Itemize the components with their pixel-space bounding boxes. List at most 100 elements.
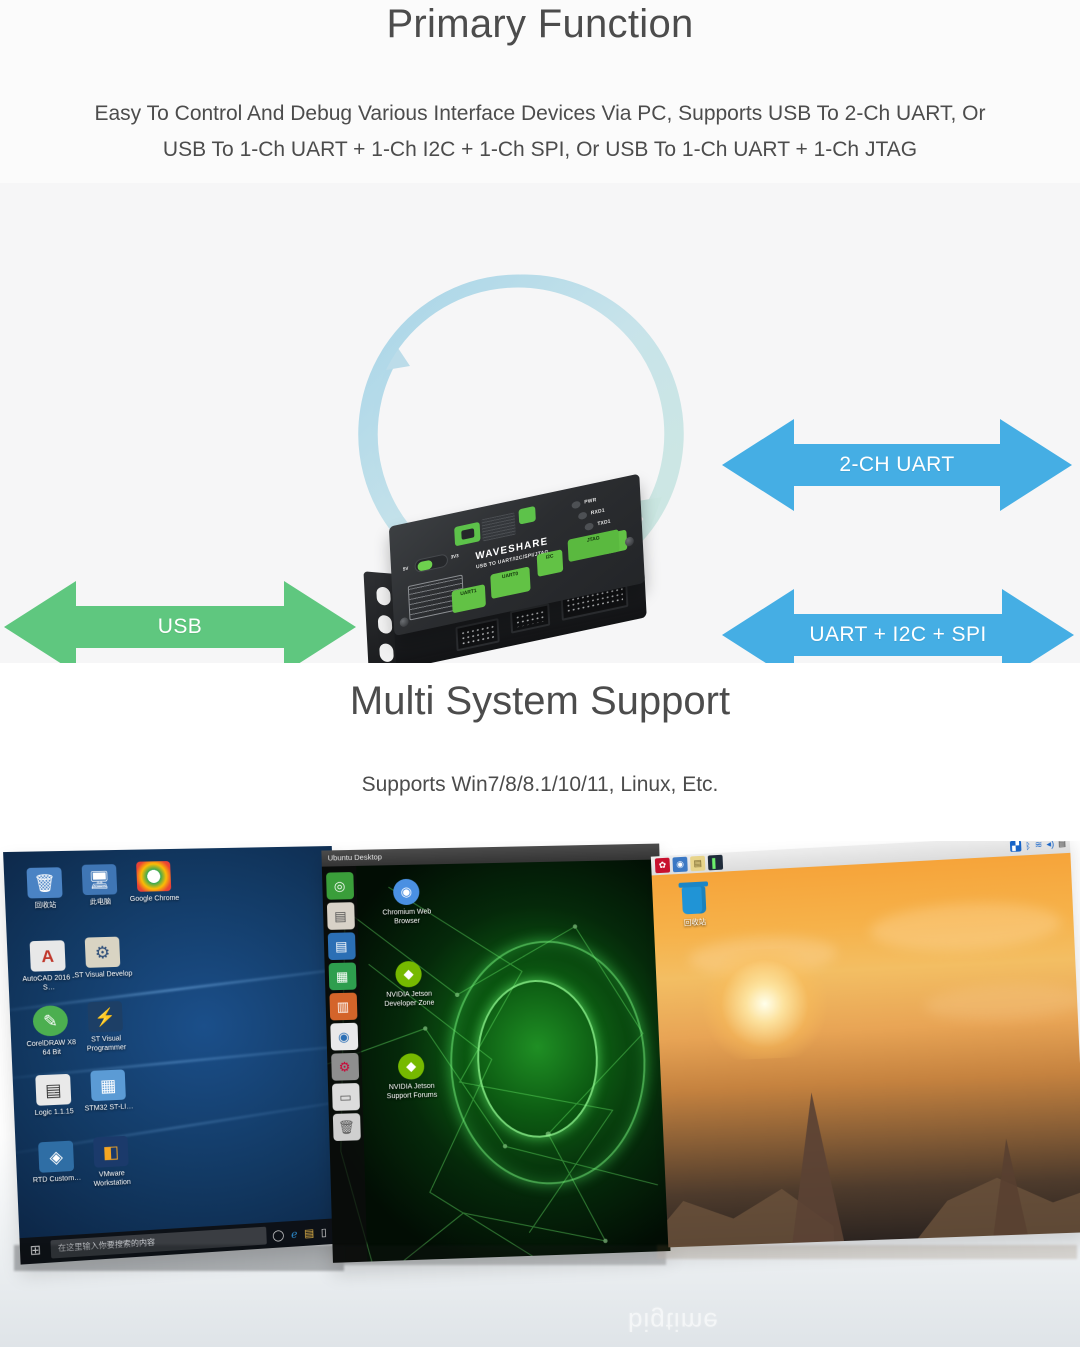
pagoda-silhouette-secondary <box>989 1137 1029 1236</box>
desktop-icon-vmware[interactable]: ◧ VMware Workstation <box>81 1135 142 1190</box>
arrow-uart-i2c-spi-label: UART + I2C + SPI <box>809 623 987 646</box>
trash-icon[interactable]: 🗑 <box>332 1113 361 1142</box>
desktop-icon-jetson-developer-zone[interactable]: ◆ NVIDIA Jetson Developer Zone <box>377 960 441 1009</box>
typec-port <box>518 505 536 525</box>
desktop-icon-st-visual-develop[interactable]: ⚙ ST Visual Develop <box>72 936 133 980</box>
connectivity-diagram: USB 2-CH UART UART + I2C + SPI UART + JT… <box>0 183 1080 663</box>
watermark-text: bigtime <box>628 1307 719 1337</box>
desktop-icon-chromium[interactable]: ◉ Chromium Web Browser <box>375 878 439 927</box>
page-subtitle: Easy To Control And Debug Various Interf… <box>0 96 1080 168</box>
desktop-icon-jetson-support-forums[interactable]: ◆ NVIDIA Jetson Support Forums <box>380 1053 444 1102</box>
device-photo: 5V 3V3 WAVESHARE USB TO UART/I2C/SPI/JTA… <box>363 473 672 663</box>
nvidia-icon: ◆ <box>397 1053 425 1080</box>
chrome-icon <box>136 861 172 892</box>
autocad-icon: A <box>29 940 66 972</box>
desktop-icon-rtd-custom[interactable]: ◈ RTD Custom… <box>26 1140 87 1186</box>
volume-icon[interactable]: ◂) <box>1046 841 1055 850</box>
icon-label: 回收站 <box>34 901 57 910</box>
screw-front-left <box>399 616 409 628</box>
desktop-icon-st-visual-programmer[interactable]: ⚡ ST Visual Programmer <box>75 1001 136 1055</box>
raspberry-pi-wallpaper: 回收站 <box>651 852 1080 1248</box>
desktop-icon-logic[interactable]: ▤ Logic 1.1.15 <box>23 1073 84 1118</box>
files-icon[interactable]: ▤ <box>326 902 355 930</box>
pad-i2c: I2C <box>536 549 564 577</box>
impress-icon[interactable]: ▥ <box>328 992 357 1021</box>
usb-port <box>454 521 481 547</box>
chromium-icon: ◉ <box>392 878 420 906</box>
logic-analyzer-icon: ▤ <box>35 1073 72 1106</box>
double-arrow-shape <box>722 589 1074 663</box>
vmware-icon: ◧ <box>93 1135 129 1168</box>
icon-label: Google Chrome <box>129 894 180 904</box>
settings-icon[interactable]: ⚙ <box>330 1052 359 1081</box>
arrow-usb: USB <box>4 573 356 663</box>
desktop-icon-coreldraw[interactable]: ✎ CorelDRAW X8 64 Bit <box>20 1005 82 1059</box>
pagoda-silhouette-main <box>785 1091 845 1243</box>
edge-icon[interactable]: ℯ <box>290 1228 298 1241</box>
sun-glow <box>698 946 832 1062</box>
icon-label: 回收站 <box>683 917 707 928</box>
file-manager-icon[interactable]: ▤ <box>690 855 706 872</box>
raspberry-pi-desktop-screenshot: ✿ ◉ ▤ ▌ ▞ ᛒ ≋ ◂) ▤ <box>650 841 1080 1248</box>
led-txd1 <box>584 522 594 532</box>
windows-start-button[interactable]: ⊞ <box>29 1241 42 1258</box>
file-explorer-icon[interactable]: ▤ <box>303 1227 315 1240</box>
recycle-bin-icon: 🗑 <box>26 867 63 899</box>
arrow-usb-label: USB <box>157 615 203 638</box>
disk-icon[interactable]: ▭ <box>331 1083 360 1111</box>
calc-icon[interactable]: ▦ <box>328 962 357 991</box>
desktop-icon-autocad[interactable]: A AutoCAD 2016 - S… <box>17 940 79 994</box>
power-switch[interactable] <box>414 553 449 574</box>
pad-uart0: UART0 <box>490 566 531 600</box>
cortana-icon[interactable]: ◯ <box>272 1228 285 1242</box>
icon-label: CorelDRAW X8 64 Bit <box>26 1039 77 1057</box>
software-center-icon[interactable]: ◉ <box>329 1022 358 1051</box>
desktop-icon-chrome[interactable]: Google Chrome <box>124 861 184 904</box>
cpu-monitor-icon[interactable]: ▞ <box>1009 841 1022 853</box>
rtd-custom-icon: ◈ <box>38 1140 75 1173</box>
browser-icon[interactable]: ◉ <box>672 856 688 873</box>
arrow-2ch-uart: 2-CH UART <box>722 411 1072 519</box>
desktop-icon-trash[interactable]: 回收站 <box>668 886 721 929</box>
chip-label <box>481 512 516 542</box>
raspberry-menu-icon[interactable]: ✿ <box>654 857 671 874</box>
icon-label: Chromium Web Browser <box>382 908 432 926</box>
search-icon[interactable]: ◎ <box>325 872 354 900</box>
terminal-icon[interactable]: ▌ <box>707 854 724 871</box>
double-arrow-shape <box>722 419 1072 511</box>
arrow-2ch-uart-label: 2-CH UART <box>839 453 955 476</box>
icon-label: ST Visual Programmer <box>86 1035 127 1053</box>
multi-system-subtitle: Supports Win7/8/8.1/10/11, Linux, Etc. <box>361 773 719 796</box>
power-label-5v: 5V <box>402 565 409 572</box>
icon-label: VMware Workstation <box>93 1170 131 1189</box>
ubuntu-wallpaper: ◉ Chromium Web Browser ◆ NVIDIA Jetson D… <box>321 859 671 1263</box>
desktop-icon-recycle-bin[interactable]: 🗑 回收站 <box>14 867 75 911</box>
store-icon[interactable]: ▯ <box>320 1226 327 1239</box>
wifi-icon[interactable]: ≋ <box>1034 841 1043 850</box>
st-visual-develop-icon: ⚙ <box>84 936 121 968</box>
icon-label: NVIDIA Jetson Developer Zone <box>384 990 435 1008</box>
bluetooth-icon[interactable]: ᛒ <box>1025 841 1031 851</box>
desktop-icon-stm32-stlink[interactable]: ▦ STM32 ST-LI… <box>78 1069 138 1114</box>
clock-icon[interactable]: ▤ <box>1057 841 1067 849</box>
desktop-icon-this-pc[interactable]: 🖥 此电脑 <box>69 864 129 908</box>
led-rxd1 <box>578 511 588 521</box>
subtitle-line-1: Easy To Control And Debug Various Interf… <box>94 102 986 125</box>
led-label-txd1: TXD1 <box>597 518 611 528</box>
windows-desktop-screenshot: 🗑 回收站 🖥 此电脑 Google Chrome A AutoCAD 2016… <box>3 846 348 1265</box>
arrow-uart-i2c-spi: UART + I2C + SPI <box>722 581 1074 663</box>
writer-icon[interactable]: ▤ <box>327 932 356 961</box>
st-visual-programmer-icon: ⚡ <box>87 1001 124 1033</box>
ubuntu-desktop-screenshot: Ubuntu Desktop <box>321 843 671 1263</box>
subtitle-line-2: USB To 1-Ch UART + 1-Ch I2C + 1-Ch SPI, … <box>162 138 918 161</box>
connector-uart1 <box>455 617 500 652</box>
os-screenshots-section: 🗑 回收站 🖥 此电脑 Google Chrome A AutoCAD 2016… <box>0 841 1080 1347</box>
icon-label: NVIDIA Jetson Support Forums <box>386 1082 438 1101</box>
raspberry-pi-system-tray: ▞ ᛒ ≋ ◂) ▤ <box>1009 841 1067 853</box>
multi-system-section: Multi System Support Supports Win7/8/8.1… <box>0 663 1080 841</box>
multi-system-title: Multi System Support <box>349 679 731 723</box>
icon-label: AutoCAD 2016 - S… <box>22 974 75 992</box>
coreldraw-icon: ✎ <box>32 1005 69 1037</box>
usb-to-uart-board: 5V 3V3 WAVESHARE USB TO UART/I2C/SPI/JTA… <box>363 473 647 663</box>
